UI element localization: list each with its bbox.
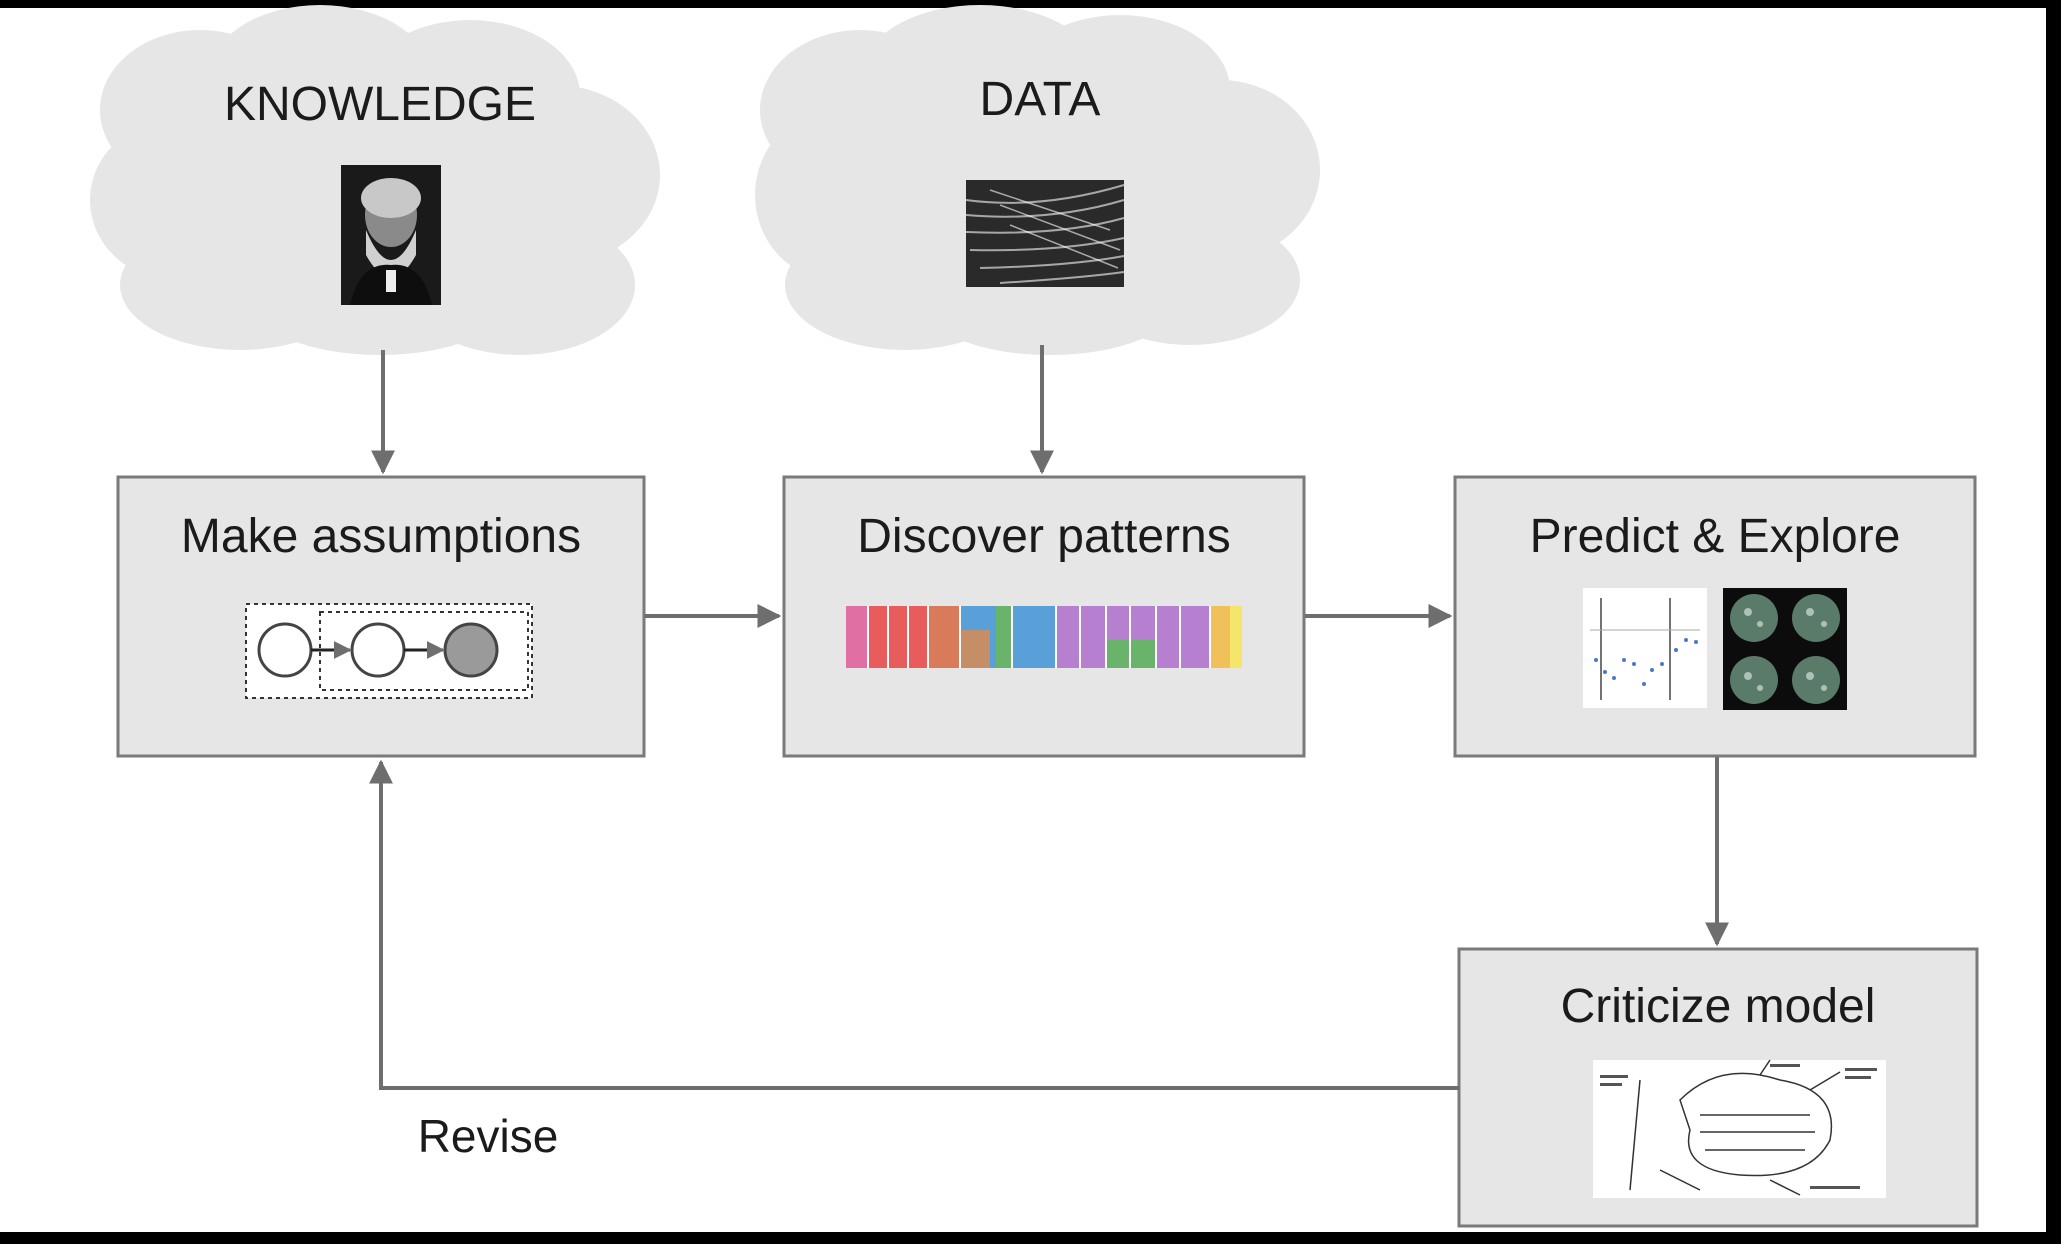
revise-label: Revise [418,1110,559,1162]
stacked-bar-thumbnail-icon [846,606,1242,668]
revise-loop-arrow [369,759,1459,1090]
data-photo-icon [965,180,1125,287]
data-label: DATA [980,73,1101,126]
knowledge-cloud: KNOWLEDGE [90,5,660,355]
make-assumptions-title: Make assumptions [181,510,581,563]
predict-explore-title: Predict & Explore [1530,510,1901,563]
portrait-photo-icon [341,165,441,305]
predict-explore-box: Predict & Explore [1453,475,1977,758]
make-assumptions-box: Make assumptions [116,475,646,758]
data-cloud: DATA [755,5,1320,355]
discover-patterns-box: Discover patterns [782,475,1306,758]
bottom-border [0,1232,2061,1244]
discover-patterns-title: Discover patterns [857,510,1230,563]
sketch-diagram-thumbnail-icon [1593,1059,1886,1198]
criticize-model-box: Criticize model [1457,947,1979,1228]
top-border [0,0,2061,8]
right-border [2046,0,2061,1244]
graphical-model-icon [245,603,533,699]
criticize-model-title: Criticize model [1561,980,1876,1033]
scatter-plot-thumbnail-icon [1583,588,1707,708]
brain-scan-thumbnail-icon [1723,588,1847,710]
knowledge-label: KNOWLEDGE [224,78,536,131]
